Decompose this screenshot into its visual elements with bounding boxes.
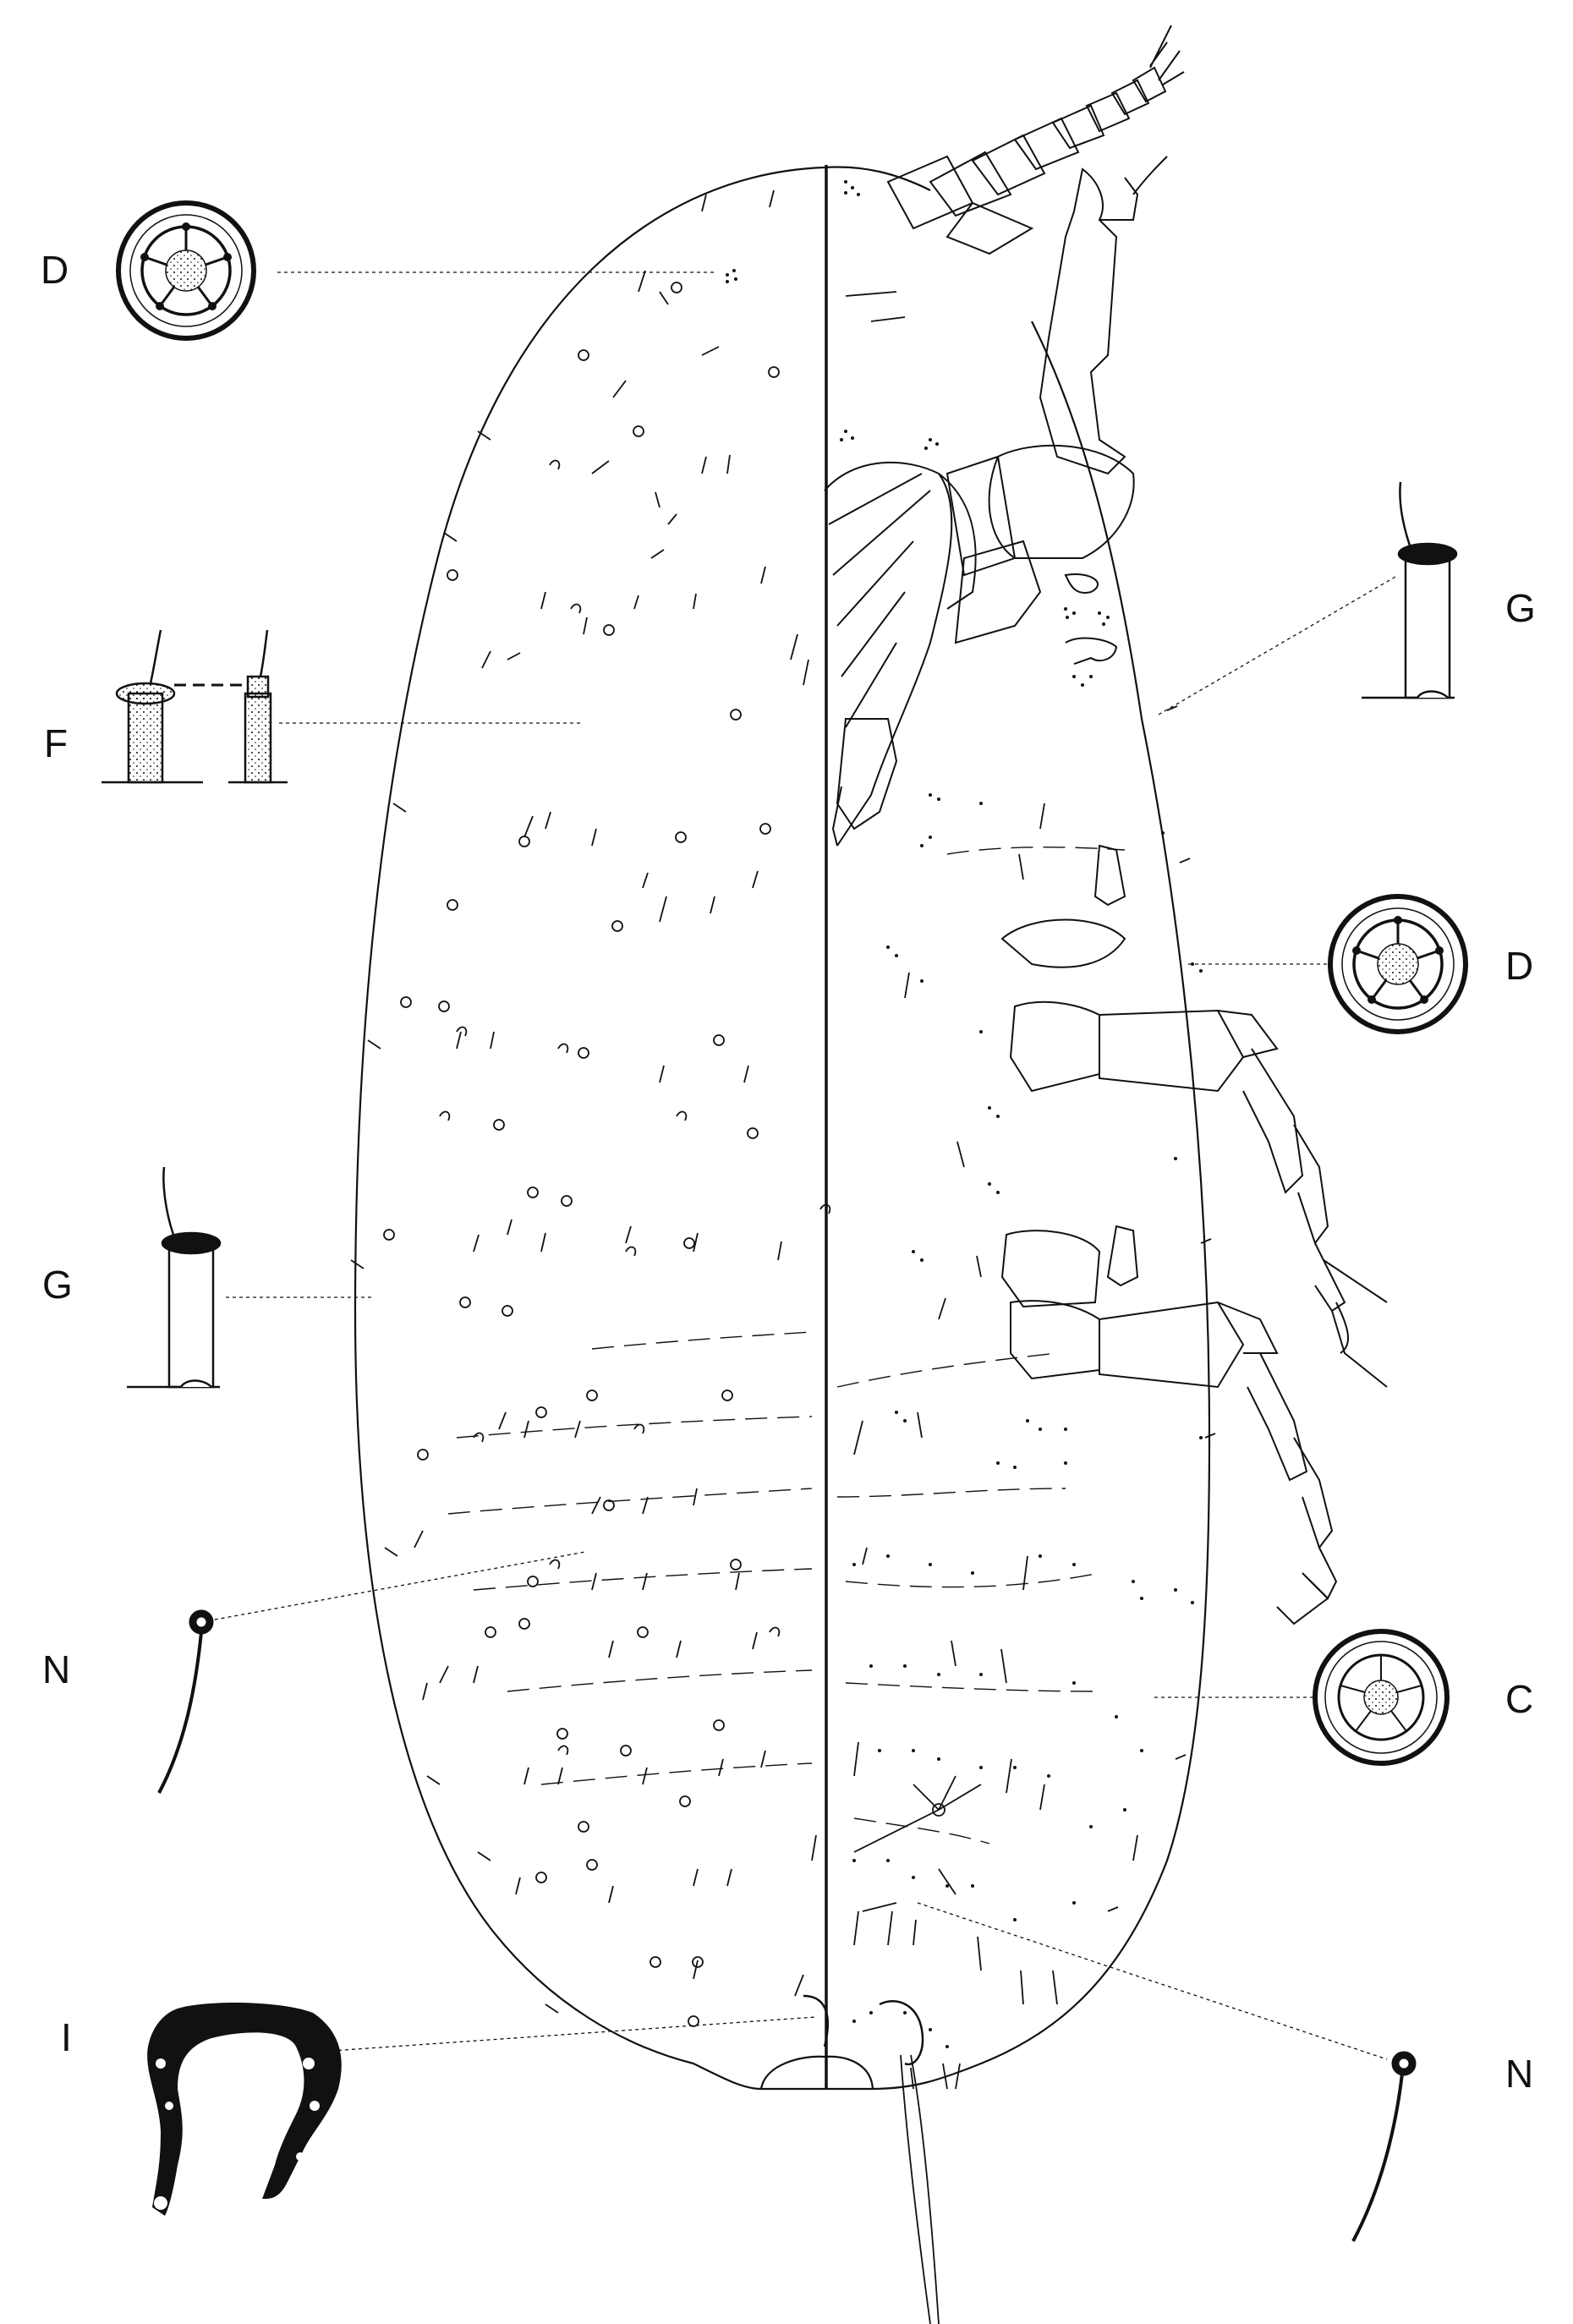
foreleg-and-rostrum [824,156,1168,847]
anal-ring-specimen [803,1994,924,2066]
label-g-right: G [1505,586,1536,630]
label-f-left: F [44,721,68,765]
detail-seta-n-right [1351,2051,1417,2242]
detail-anal-ring-i [147,2003,342,2216]
detail-pore-c-right [1313,1629,1450,1766]
detail-duct-f [101,629,288,784]
antenna [886,25,1185,255]
dorsal-setae [350,189,1216,2014]
label-c-right: C [1505,1677,1533,1721]
detail-pore-d-right [1328,894,1468,1034]
detail-pore-d-top [116,200,256,341]
dorsal-ducts [383,282,831,2027]
detail-seta-n-left [157,1609,214,1794]
label-n-left: N [42,1647,70,1691]
detail-duct-g-right [1362,481,1458,699]
detail-duct-g-left [127,1166,222,1389]
label-d-top: D [41,248,69,292]
leader-lines [200,271,1396,2060]
ventral-setae [845,291,1138,2324]
label-d-right: D [1505,944,1533,988]
segment-lines [447,847,1126,1844]
body-outline [354,166,1211,2091]
label-n-right: N [1505,2052,1533,2096]
hind-leg [1000,1225,1338,1625]
label-i-left: I [61,2015,72,2059]
ventral-pores [726,180,1203,2048]
label-g-left: G [42,1263,73,1307]
mid-leg [1000,844,1388,1388]
